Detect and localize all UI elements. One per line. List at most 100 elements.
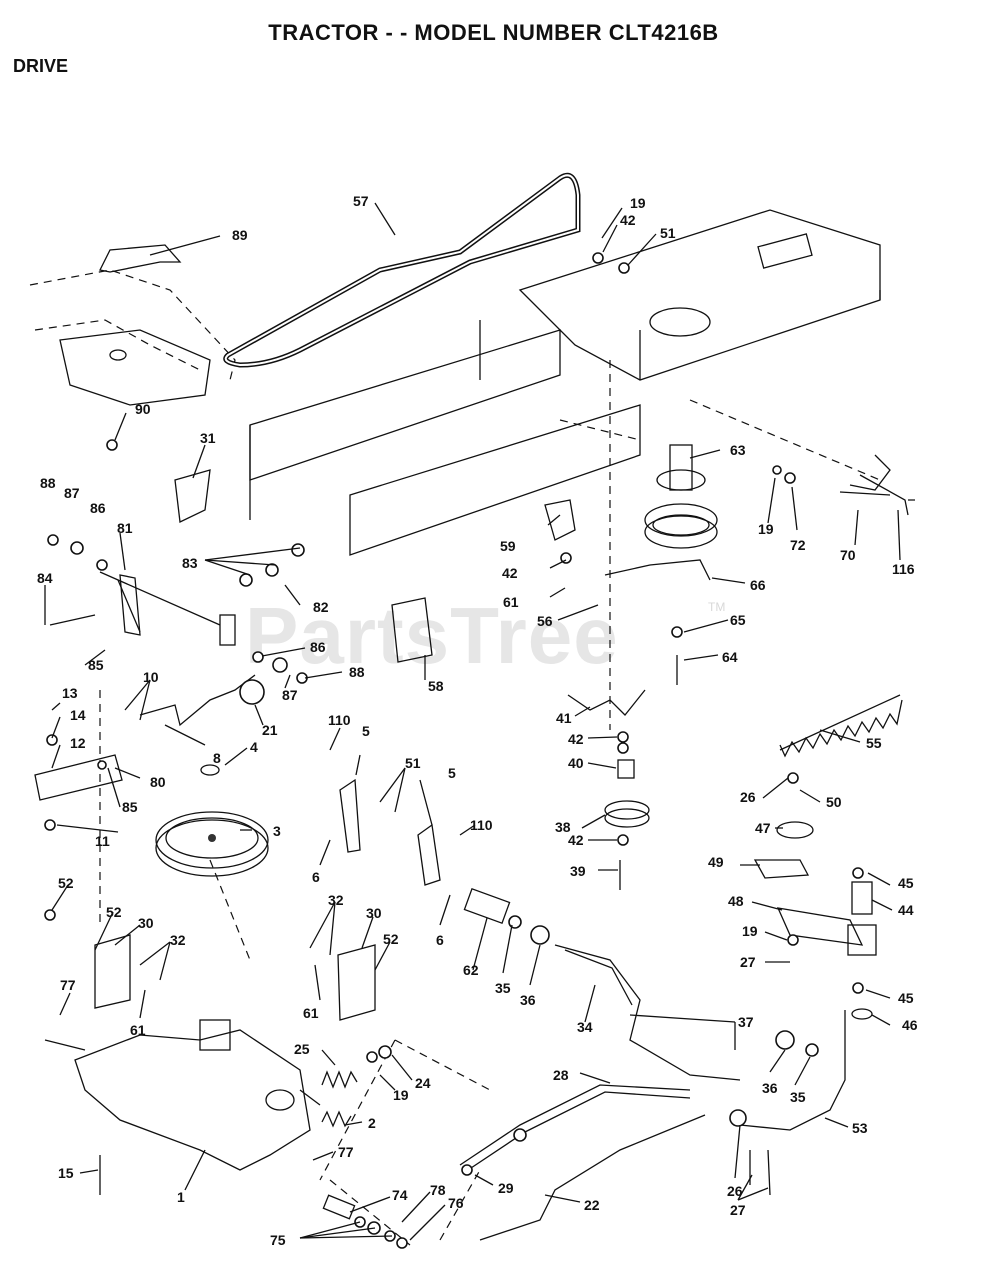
callout-label: 52 <box>106 904 122 920</box>
callout-label: 61 <box>503 594 519 610</box>
callout-label: 70 <box>840 547 856 563</box>
callout-label: 10 <box>143 669 159 685</box>
callout-label: 27 <box>740 954 756 970</box>
callout-label: 15 <box>58 1165 74 1181</box>
callout-label: 41 <box>556 710 572 726</box>
callout-label: 52 <box>383 931 399 947</box>
callout-label: 42 <box>568 832 584 848</box>
callout-label: 24 <box>415 1075 431 1091</box>
callout-label: 19 <box>758 521 774 537</box>
callout-label: 19 <box>393 1087 409 1103</box>
callout-label: 45 <box>898 875 914 891</box>
callout-label: 19 <box>630 195 646 211</box>
callout-label: 57 <box>353 193 369 209</box>
callout-label: 77 <box>60 977 76 993</box>
callout-label: 30 <box>366 905 382 921</box>
callout-label: 5 <box>362 723 370 739</box>
callout-label: 14 <box>70 707 86 723</box>
callout-label: 5 <box>448 765 456 781</box>
callout-label: 85 <box>88 657 104 673</box>
callout-label: 46 <box>902 1017 918 1033</box>
callout-label: 12 <box>70 735 86 751</box>
callout-label: 26 <box>740 789 756 805</box>
callout-label: 35 <box>790 1089 806 1105</box>
callout-label: 4 <box>250 739 258 755</box>
callout-label: 89 <box>232 227 248 243</box>
leader-lines <box>44 202 901 1241</box>
callout-label: 116 <box>892 561 915 577</box>
callout-label: 37 <box>738 1014 754 1030</box>
callout-label: 50 <box>826 794 842 810</box>
callout-label: 59 <box>500 538 516 554</box>
callout-label: 87 <box>64 485 80 501</box>
callout-label: 56 <box>537 613 553 629</box>
watermark: PartsTree <box>245 591 619 680</box>
callout-label: 63 <box>730 442 746 458</box>
callout-label: 51 <box>405 755 421 771</box>
callout-label: 8 <box>213 750 221 766</box>
callout-label: 52 <box>58 875 74 891</box>
callout-label: 110 <box>328 712 351 728</box>
callout-label: 58 <box>428 678 444 694</box>
callout-label: 87 <box>282 687 298 703</box>
callout-label: 48 <box>728 893 744 909</box>
callout-label: 62 <box>463 962 479 978</box>
callout-label: 110 <box>470 817 493 833</box>
callout-label: 19 <box>742 923 758 939</box>
callout-label: 88 <box>349 664 365 680</box>
callout-label: 66 <box>750 577 766 593</box>
callout-label: 61 <box>303 1005 319 1021</box>
callout-label: 80 <box>150 774 166 790</box>
callout-label: 3 <box>273 823 281 839</box>
callout-label: 42 <box>620 212 636 228</box>
callout-label: 13 <box>62 685 78 701</box>
callout-label: 11 <box>95 833 110 849</box>
section-heading: DRIVE <box>13 56 69 76</box>
callout-label: 28 <box>553 1067 569 1083</box>
callout-label: 72 <box>790 537 806 553</box>
callout-label: 44 <box>898 902 914 918</box>
callout-label: 82 <box>313 599 329 615</box>
callout-label: 1 <box>177 1189 185 1205</box>
callout-labels: 57 19 42 51 89 90 31 88 87 86 81 83 82 8… <box>37 193 918 1248</box>
callout-label: 22 <box>584 1197 600 1213</box>
callout-label: 53 <box>852 1120 868 1136</box>
callout-label: 32 <box>170 932 186 948</box>
callout-label: 86 <box>90 500 106 516</box>
callout-label: 65 <box>730 612 746 628</box>
callout-label: 29 <box>498 1180 514 1196</box>
callout-label: 51 <box>660 225 676 241</box>
callout-label: 84 <box>37 570 53 586</box>
callout-label: 6 <box>436 932 444 948</box>
callout-label: 77 <box>338 1144 354 1160</box>
callout-label: 47 <box>755 820 771 836</box>
parts-illustration <box>29 172 915 1249</box>
callout-label: 2 <box>368 1115 376 1131</box>
callout-label: 81 <box>117 520 133 536</box>
callout-label: 76 <box>448 1195 464 1211</box>
callout-label: 90 <box>135 401 151 417</box>
callout-label: 88 <box>40 475 56 491</box>
callout-label: 74 <box>392 1187 408 1203</box>
callout-label: 21 <box>262 722 278 738</box>
callout-label: 40 <box>568 755 584 771</box>
callout-label: 32 <box>328 892 344 908</box>
callout-label: 26 <box>727 1183 743 1199</box>
callout-label: 61 <box>130 1022 146 1038</box>
callout-label: 36 <box>762 1080 778 1096</box>
callout-label: 35 <box>495 980 511 996</box>
callout-label: 45 <box>898 990 914 1006</box>
watermark-tm: TM <box>708 600 726 614</box>
callout-label: 36 <box>520 992 536 1008</box>
callout-label: 75 <box>270 1232 286 1248</box>
callout-label: 25 <box>294 1041 310 1057</box>
callout-label: 39 <box>570 863 586 879</box>
callout-label: 38 <box>555 819 571 835</box>
callout-label: 42 <box>502 565 518 581</box>
callout-label: 30 <box>138 915 154 931</box>
callout-label: 6 <box>312 869 320 885</box>
callout-label: 49 <box>708 854 724 870</box>
callout-label: 78 <box>430 1182 446 1198</box>
callout-label: 55 <box>866 735 882 751</box>
